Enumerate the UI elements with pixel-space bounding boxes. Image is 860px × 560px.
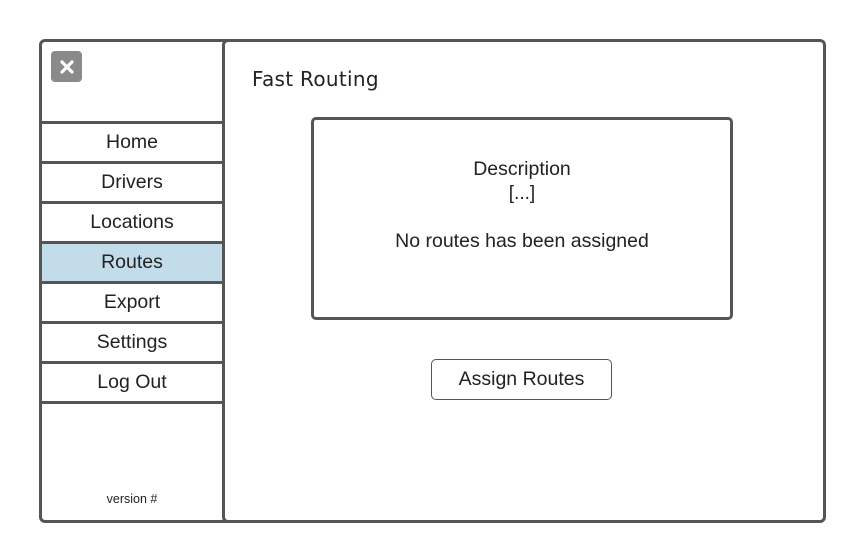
sidebar-item-export[interactable]: Export bbox=[42, 281, 222, 321]
version-label: version # bbox=[106, 492, 158, 506]
sidebar-nav: Home Drivers Locations Routes Export Set… bbox=[42, 121, 222, 404]
description-panel: Description [...] No routes has been ass… bbox=[311, 117, 733, 320]
sidebar-item-routes[interactable]: Routes bbox=[42, 241, 222, 281]
sidebar-item-home[interactable]: Home bbox=[42, 121, 222, 161]
main-panel: Fast Routing Description [...] No routes… bbox=[222, 39, 826, 523]
description-title: Description bbox=[473, 158, 571, 180]
sidebar-item-label: Home bbox=[105, 131, 159, 153]
description-placeholder: [...] bbox=[508, 183, 536, 204]
sidebar-item-label: Export bbox=[103, 291, 161, 313]
sidebar-item-label: Routes bbox=[101, 251, 163, 273]
sidebar-item-label: Log Out bbox=[97, 371, 167, 393]
close-button[interactable] bbox=[51, 51, 82, 82]
empty-state-message: No routes has been assigned bbox=[395, 230, 649, 252]
sidebar-item-settings[interactable]: Settings bbox=[42, 321, 222, 361]
sidebar-item-log-out[interactable]: Log Out bbox=[42, 361, 222, 404]
close-icon bbox=[59, 59, 74, 74]
sidebar-item-label: Locations bbox=[90, 211, 174, 233]
app-window: Home Drivers Locations Routes Export Set… bbox=[39, 39, 826, 523]
sidebar: Home Drivers Locations Routes Export Set… bbox=[42, 42, 222, 520]
sidebar-item-locations[interactable]: Locations bbox=[42, 201, 222, 241]
sidebar-item-label: Drivers bbox=[101, 171, 163, 193]
sidebar-item-drivers[interactable]: Drivers bbox=[42, 161, 222, 201]
assign-routes-button[interactable]: Assign Routes bbox=[431, 359, 612, 400]
page-title: Fast Routing bbox=[252, 67, 379, 91]
sidebar-item-label: Settings bbox=[96, 331, 168, 353]
